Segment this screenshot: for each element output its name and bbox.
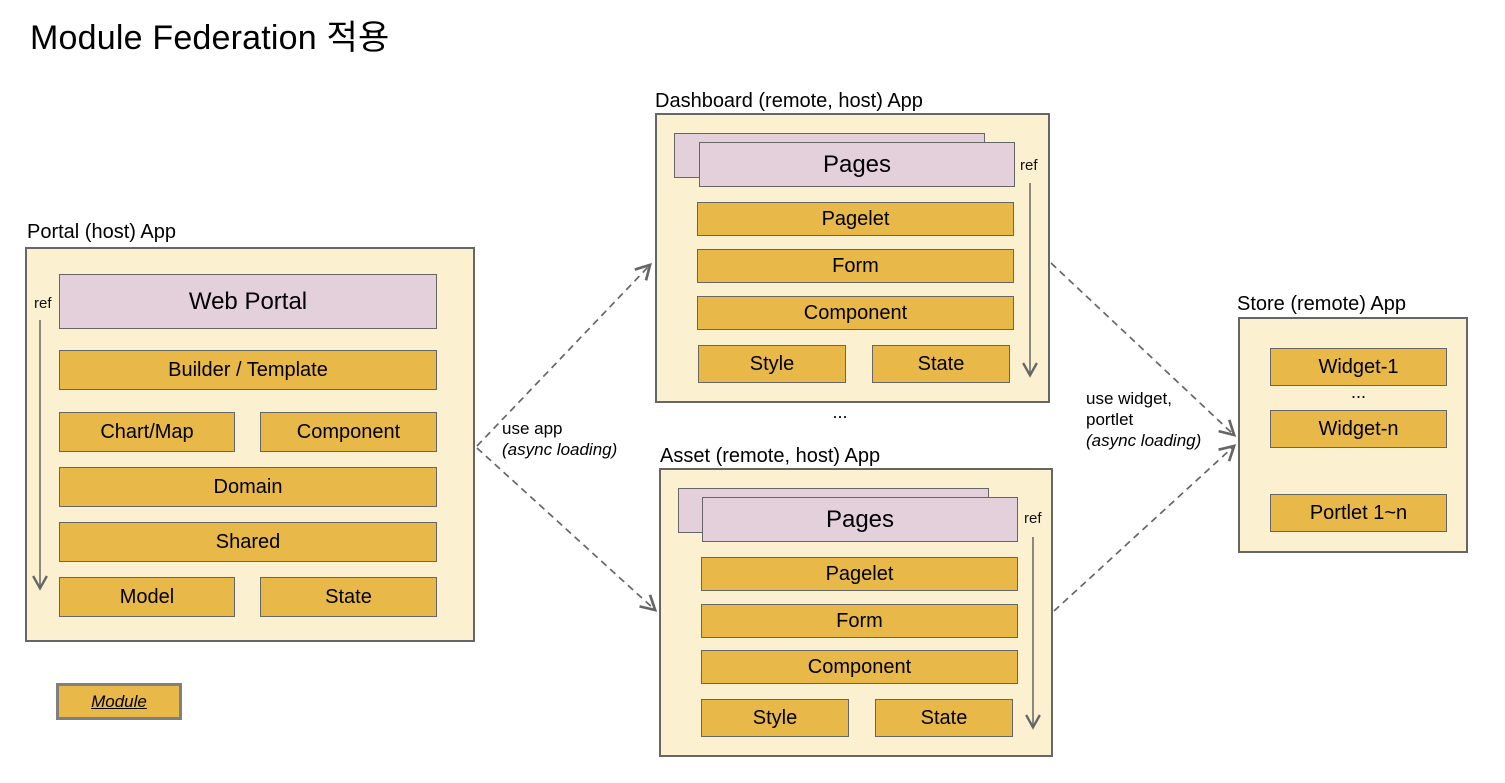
- module-pages: Pages: [699, 142, 1015, 187]
- use-app-label-line2: (async loading): [502, 440, 618, 459]
- arrow-asset-to-store-icon: [1053, 444, 1237, 612]
- middle-ellipsis: ...: [832, 402, 848, 422]
- arrow-portal-to-asset-icon: [476, 447, 658, 612]
- module-web-portal: Web Portal: [59, 274, 437, 329]
- asset-app-label: Asset (remote, host) App: [660, 445, 881, 467]
- use-widget-label-line3: (async loading): [1086, 431, 1202, 450]
- page-title: Module Federation 적용: [30, 19, 390, 57]
- dashboard-app-box: Pages ref Pagelet Form Component Style S…: [655, 113, 1050, 403]
- module-component: Component: [697, 296, 1014, 330]
- store-app-label: Store (remote) App: [1237, 293, 1406, 315]
- use-app-label: use app (async loading): [502, 418, 617, 460]
- module-chart-map: Chart/Map: [59, 412, 235, 452]
- portal-ref-label: ref: [34, 295, 52, 312]
- module-state: State: [872, 345, 1010, 383]
- module-pagelet: Pagelet: [701, 557, 1018, 591]
- legend-module-label: Module: [91, 691, 147, 711]
- dashboard-ref-label: ref: [1020, 157, 1038, 174]
- module-domain: Domain: [59, 467, 437, 507]
- module-shared: Shared: [59, 522, 437, 562]
- module-pagelet: Pagelet: [697, 202, 1014, 236]
- use-widget-label-line1: use widget,: [1086, 389, 1172, 408]
- use-widget-label-line2: portlet: [1086, 410, 1134, 429]
- module-widget-n: Widget-n: [1270, 410, 1447, 448]
- use-app-label-line1: use app: [502, 419, 563, 438]
- asset-ref-label: ref: [1024, 510, 1042, 527]
- module-form: Form: [701, 604, 1018, 638]
- module-state: State: [875, 699, 1013, 737]
- module-component: Component: [701, 650, 1018, 684]
- dashboard-app-label: Dashboard (remote, host) App: [655, 90, 923, 112]
- portal-app-box: ref Web Portal Builder / Template Chart/…: [25, 247, 475, 642]
- module-portlet-1-n: Portlet 1~n: [1270, 494, 1447, 532]
- module-state: State: [260, 577, 437, 617]
- module-form: Form: [697, 249, 1014, 283]
- module-builder-template: Builder / Template: [59, 350, 437, 390]
- legend-module-box: Module: [56, 683, 182, 720]
- portal-app-label: Portal (host) App: [27, 221, 176, 243]
- module-widget-1: Widget-1: [1270, 348, 1447, 386]
- module-pages: Pages: [702, 497, 1018, 542]
- module-component: Component: [260, 412, 437, 452]
- module-style: Style: [698, 345, 846, 383]
- store-ellipsis: ...: [1350, 382, 1366, 402]
- use-widget-label: use widget, portlet (async loading): [1086, 388, 1201, 451]
- asset-app-box: Pages ref Pagelet Form Component Style S…: [659, 468, 1053, 757]
- store-app-box: Widget-1 ... Widget-n Portlet 1~n: [1238, 317, 1468, 553]
- module-style: Style: [701, 699, 849, 737]
- module-model: Model: [59, 577, 235, 617]
